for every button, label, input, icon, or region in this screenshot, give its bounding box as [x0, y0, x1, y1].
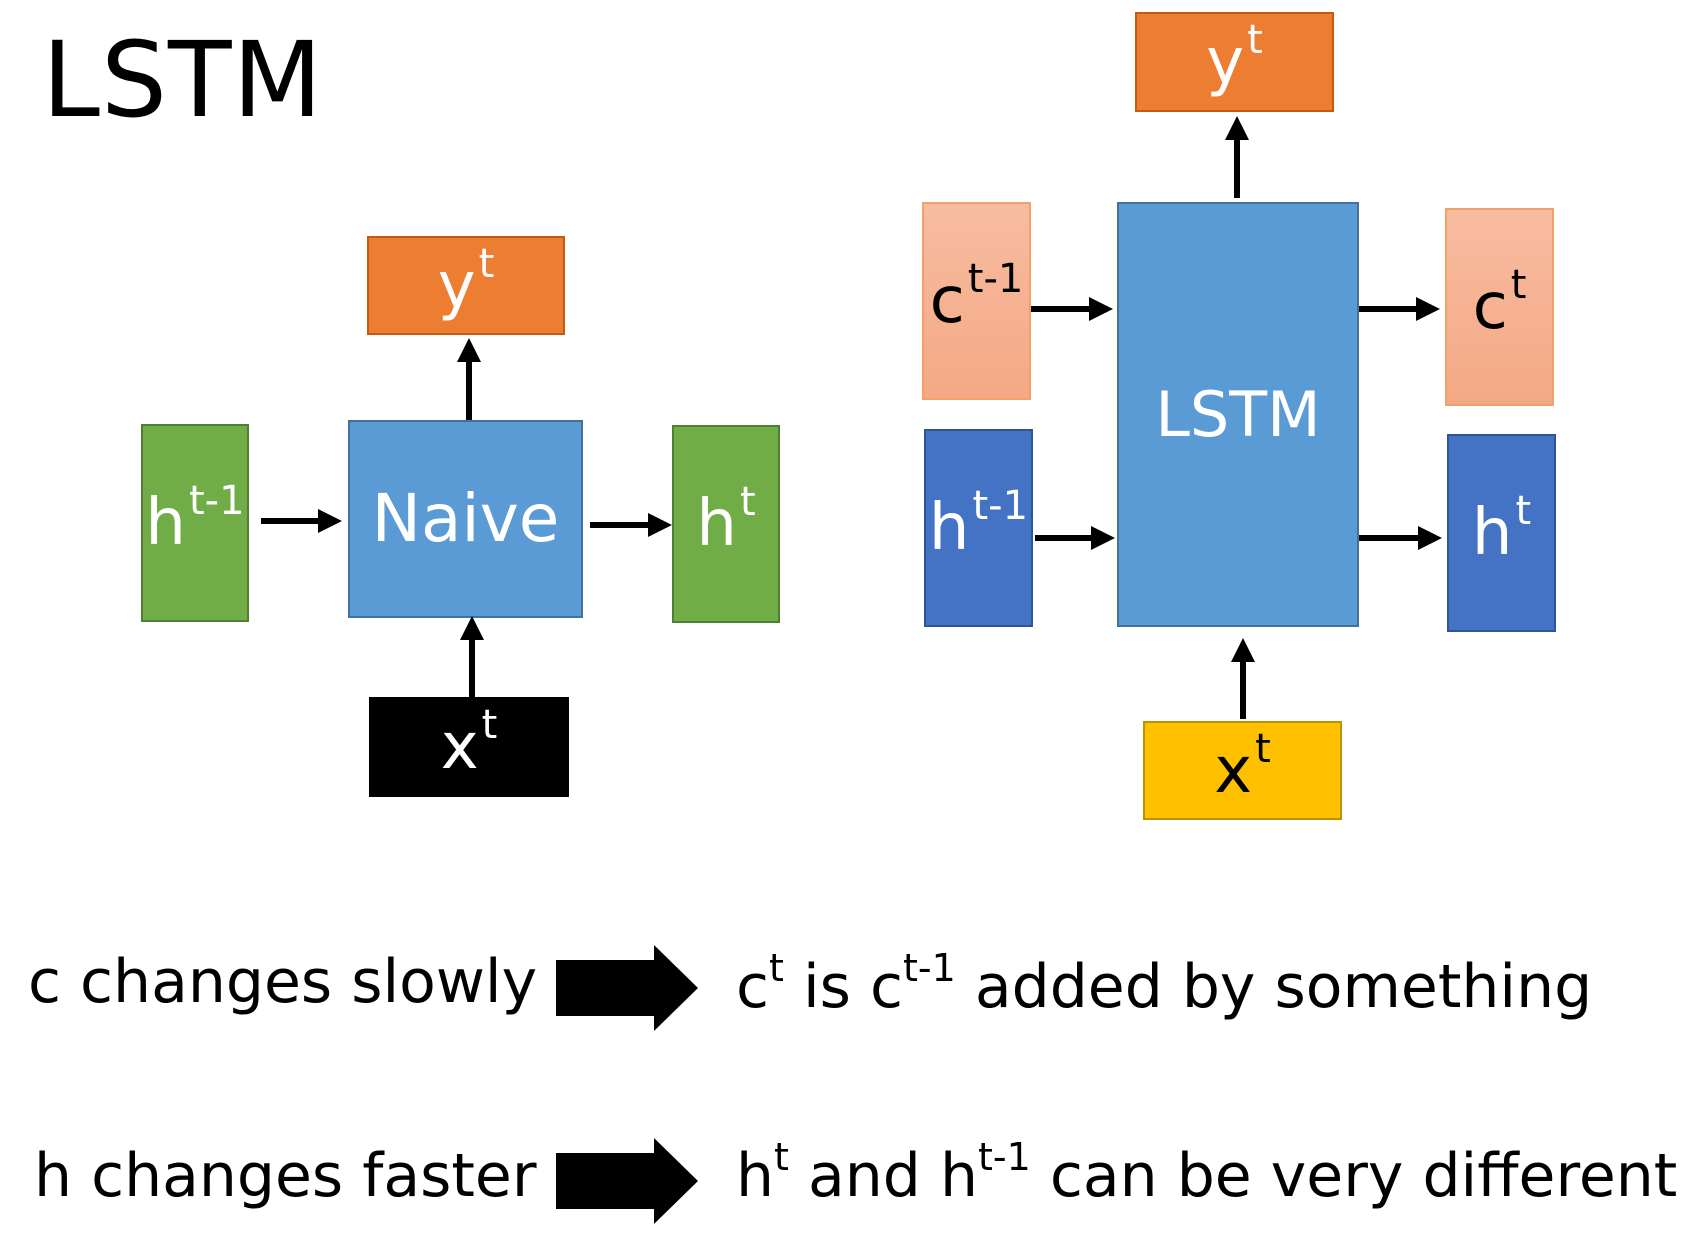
lstm-y-sup: t — [1247, 17, 1263, 63]
note-2-h-sup: t — [774, 1135, 789, 1179]
naive-arrowhead-cell-left — [318, 509, 342, 533]
naive-arrowhead-y — [457, 338, 481, 362]
naive-h-label: h — [696, 487, 737, 561]
block-arrow-1 — [556, 945, 698, 1031]
lstm-h-sup: t — [1515, 488, 1532, 534]
lstm-cprev-label: c — [929, 264, 965, 338]
naive-y-sup: t — [478, 240, 495, 287]
naive-arrowhead-h — [648, 513, 672, 537]
naive-arrowhead-cell-bottom — [460, 616, 484, 640]
lstm-arrowhead-y — [1225, 116, 1249, 140]
lstm-h-label: h — [1471, 496, 1513, 570]
lstm-arrowhead-hprev — [1091, 526, 1115, 550]
note-1-right: ct is ct-1 added by something — [736, 949, 1592, 1017]
lstm-x-sup: t — [1255, 725, 1271, 772]
naive-cell-label: Naive — [371, 480, 560, 557]
lstm-cell-box: LSTM — [1117, 202, 1359, 627]
lstm-cell-label: LSTM — [1155, 378, 1321, 451]
naive-x-sup: t — [481, 702, 498, 748]
naive-y-label: y — [437, 248, 476, 323]
lstm-hprev-label: h — [928, 491, 970, 565]
naive-cell-box: Naive — [348, 420, 583, 618]
lstm-arrowhead-c — [1416, 297, 1440, 321]
lstm-hprev-sup: t-1 — [972, 483, 1029, 529]
naive-h-sup: t — [739, 479, 756, 525]
naive-hprev-sup: t-1 — [188, 478, 245, 524]
page-title: LSTM — [42, 19, 324, 141]
naive-x-label: x — [440, 710, 479, 784]
lstm-cprev-sup: t-1 — [967, 256, 1024, 302]
lstm-y-label: y — [1206, 25, 1245, 99]
naive-hprev-label: h — [145, 486, 186, 560]
note-1-cprev-sup: t-1 — [902, 946, 956, 990]
note-2-right: ht and ht-1 can be very different — [736, 1138, 1677, 1206]
note-2-rest: can be very different — [1030, 1141, 1678, 1211]
block-arrow-2 — [556, 1138, 698, 1224]
lstm-c-sup: t — [1510, 262, 1527, 308]
note-1-rest: added by something — [955, 952, 1593, 1022]
note-1-c-sup: t — [769, 946, 784, 990]
note-2-mid: and h — [788, 1141, 978, 1211]
lstm-arrowhead-h — [1418, 526, 1442, 550]
note-2-left: h changes faster — [34, 1141, 537, 1211]
note-1-c: c — [736, 952, 769, 1022]
note-1-mid: is c — [783, 952, 903, 1022]
lstm-arrowhead-cprev — [1089, 297, 1113, 321]
lstm-c-label: c — [1472, 270, 1508, 344]
note-2-hprev-sup: t-1 — [978, 1135, 1031, 1179]
lstm-arrowhead-cell-bottom — [1231, 638, 1255, 662]
lstm-x-label: x — [1214, 733, 1253, 808]
note-2-h: h — [736, 1141, 775, 1211]
note-1-left: c changes slowly — [28, 947, 538, 1017]
